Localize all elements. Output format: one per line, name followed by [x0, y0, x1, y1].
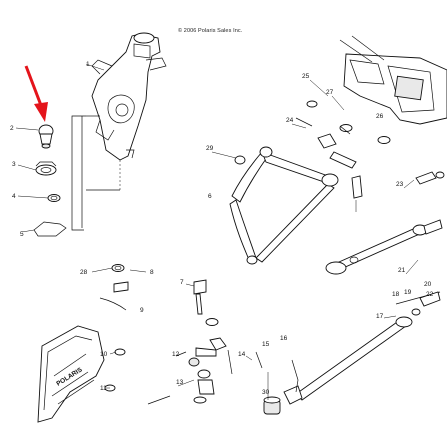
assembly-bracket-lines	[71, 115, 121, 231]
callout-27: 27	[326, 89, 334, 96]
snap-ring	[47, 194, 61, 202]
a-arm	[229, 146, 339, 265]
ball-joint-upper	[211, 151, 246, 165]
pointer-arrow-icon	[24, 65, 48, 122]
callout-18: 18	[392, 291, 400, 298]
callout-13: 13	[176, 379, 184, 386]
washer-10	[114, 348, 126, 356]
bolt-23	[415, 171, 445, 185]
callout-22: 22	[426, 291, 434, 298]
callout-11: 11	[100, 385, 107, 392]
stabilizer-link	[283, 291, 441, 405]
callout-6: 6	[208, 193, 212, 200]
copyright-text: © 2006 Polaris Sales Inc.	[178, 28, 243, 34]
ball-joint	[38, 124, 54, 149]
clip-9	[99, 297, 171, 405]
bushing	[255, 351, 299, 415]
steering-knuckle	[91, 32, 167, 161]
callout-4: 4	[12, 193, 16, 200]
callout-labels: 1 2 3 4 5 6 7 8 9 10 11 12 13 14 15 16 1…	[10, 61, 434, 396]
boot-washer	[35, 161, 57, 176]
callout-29: 29	[206, 145, 214, 152]
callout-17: 17	[376, 313, 384, 320]
callout-10: 10	[100, 351, 108, 358]
callout-24: 24	[286, 117, 294, 124]
callout-2: 2	[10, 125, 14, 132]
tie-rod	[325, 219, 443, 275]
callout-7: 7	[180, 279, 184, 286]
callout-leaders	[91, 79, 419, 389]
a-arm-guard: POLARIS	[37, 325, 105, 423]
frame-section	[339, 35, 447, 125]
callout-25: 25	[302, 73, 310, 80]
callout-21: 21	[398, 267, 406, 274]
callout-28: 28	[80, 269, 88, 276]
callout-12: 12	[172, 351, 180, 358]
callout-5: 5	[20, 231, 24, 238]
callout-16: 16	[280, 335, 288, 342]
retainer-clip	[33, 221, 67, 237]
callout-30: 30	[262, 389, 270, 396]
callout-9: 9	[140, 307, 144, 314]
callout-3: 3	[12, 161, 16, 168]
callout-20: 20	[424, 281, 432, 288]
callout-8: 8	[150, 269, 154, 276]
callout-19: 19	[404, 289, 412, 296]
callout-15: 15	[262, 341, 270, 348]
callout-14: 14	[238, 351, 246, 358]
callout-23: 23	[396, 181, 404, 188]
washer-nut-28	[111, 264, 129, 293]
callout-1: 1	[86, 61, 90, 68]
upper-hardware	[295, 100, 391, 199]
hardware-bolts	[175, 279, 233, 404]
callout-26: 26	[376, 113, 384, 120]
